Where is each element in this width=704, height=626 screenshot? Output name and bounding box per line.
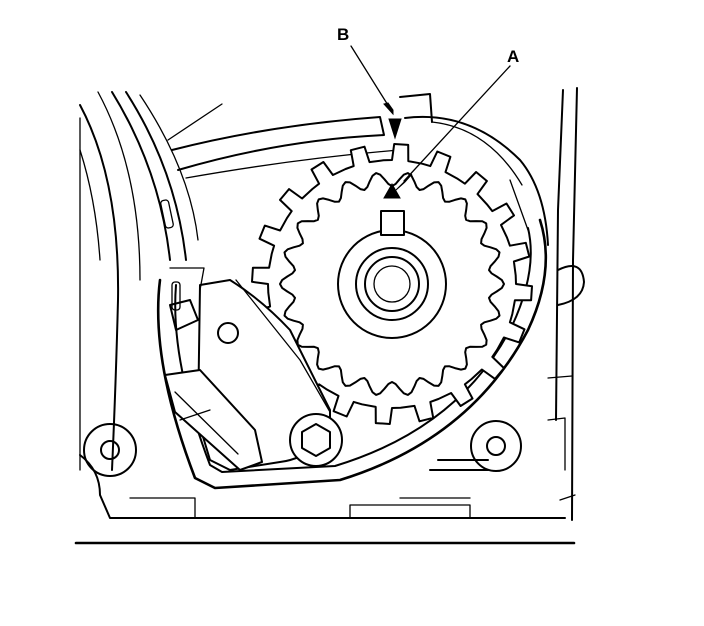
belt-tensioner	[164, 267, 343, 471]
leader-arrowhead-a	[395, 173, 413, 191]
callout-label-b: B	[337, 25, 349, 44]
pulley-timing-mark-triangle	[383, 182, 401, 199]
callout-b: B	[337, 25, 394, 116]
leader-arrowhead-b	[383, 102, 394, 116]
timing-marks	[383, 118, 402, 199]
cover-timing-mark-triangle	[388, 118, 402, 140]
callout-a: A	[395, 47, 519, 191]
leader-line-a	[403, 65, 511, 182]
callout-label-a: A	[507, 47, 519, 66]
leader-line-b	[350, 45, 392, 111]
camshaft-pulley	[251, 143, 533, 425]
keyway-mark	[380, 210, 405, 236]
engine-housing	[74, 87, 585, 545]
